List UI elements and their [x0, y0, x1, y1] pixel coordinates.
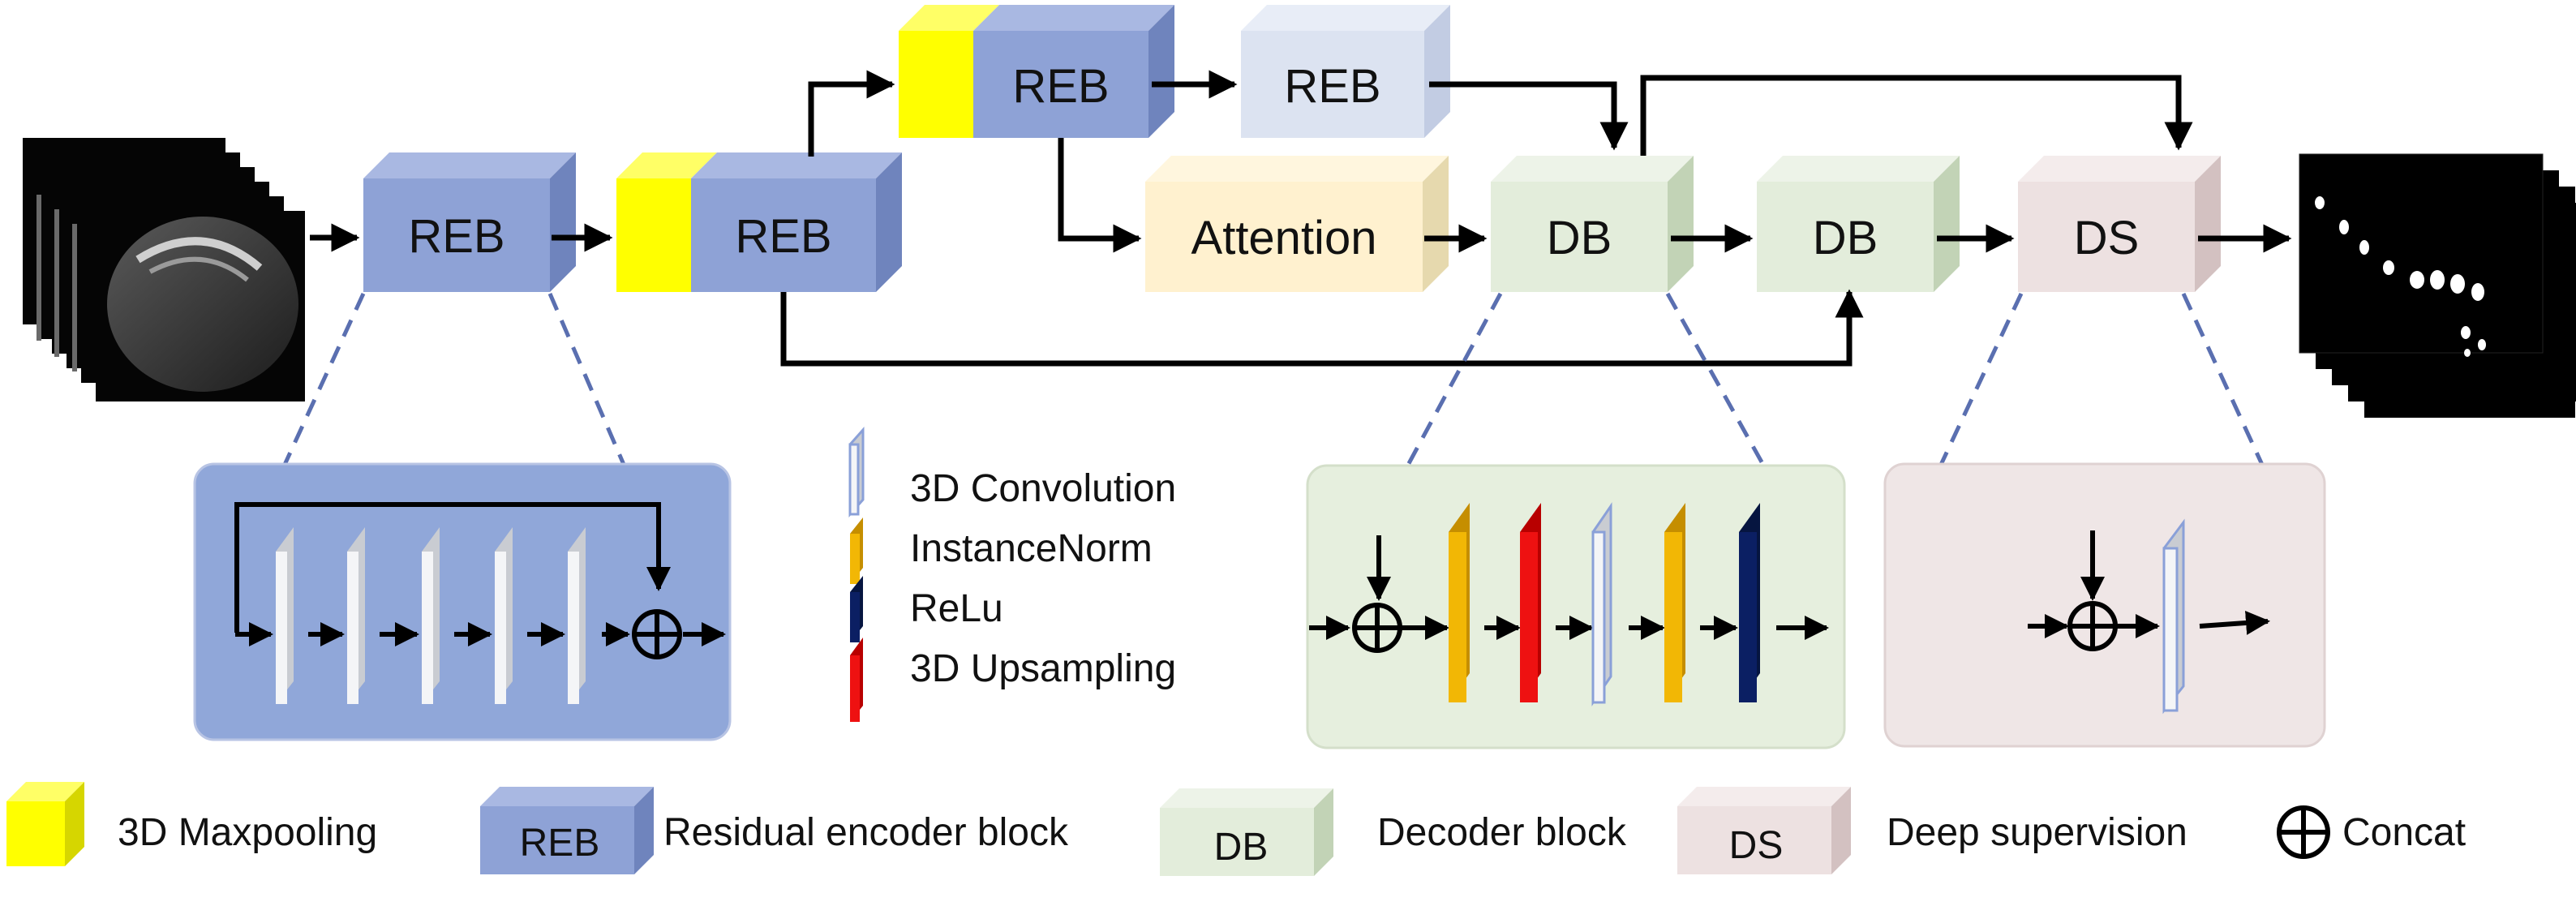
- attention-block: Attention: [1145, 156, 1449, 292]
- concat-legend-label: Concat: [2342, 811, 2466, 854]
- ds-legend-icon: DS: [1677, 787, 1851, 874]
- db-detail-panel: [1306, 464, 1846, 749]
- conv-legend-icon: [848, 427, 865, 517]
- ct-slice-stack-icon: [23, 138, 305, 401]
- db-block-2-label: DB: [1813, 212, 1878, 264]
- reb-block-4: REB: [1241, 5, 1450, 138]
- reb-block-1-label: REB: [408, 210, 504, 263]
- ds-legend-label: Deep supervision: [1887, 811, 2187, 854]
- circle-plus-icon: [632, 609, 682, 659]
- reb-block-2-label: REB: [735, 210, 831, 263]
- db-block-2: DB: [1757, 156, 1960, 292]
- reb-block-4-label: REB: [1284, 60, 1380, 113]
- maxpool-legend-icon: [6, 782, 84, 866]
- relu-legend-icon: [850, 576, 863, 642]
- instancenorm-legend-icon: [850, 517, 863, 584]
- segmentation-mask-stack-icon: [2299, 153, 2576, 418]
- bottom-legend: 3D Maxpooling REB Residual encoder block…: [6, 782, 2466, 876]
- maxpool-legend-label: 3D Maxpooling: [118, 811, 377, 854]
- db-legend-abbr: DB: [1214, 826, 1269, 869]
- conv-legend-label: 3D Convolution: [910, 467, 1176, 510]
- ds-block: DS: [2018, 156, 2221, 292]
- circle-plus-icon: [1352, 603, 1402, 653]
- ds-block-label: DS: [2074, 212, 2140, 264]
- upsampling-legend-label: 3D Upsampling: [910, 647, 1176, 690]
- maxpool-reb-block-3: REB: [899, 5, 1174, 138]
- ds-legend-abbr: DS: [1729, 824, 1784, 867]
- layer-legend: 3D Convolution InstanceNorm ReLu 3D Upsa…: [848, 427, 1176, 722]
- circle-plus-icon: [2277, 805, 2330, 859]
- db-legend-label: Decoder block: [1377, 811, 1627, 854]
- reb-legend-abbr: REB: [520, 822, 600, 865]
- db-block-1-label: DB: [1547, 212, 1612, 264]
- reb-conv-layer-stack: [276, 527, 586, 704]
- reb-detail-panel: [193, 462, 732, 741]
- ds-conv-layer: [2162, 518, 2185, 715]
- reb-legend-icon: REB: [480, 787, 654, 874]
- db-block-1: DB: [1491, 156, 1694, 292]
- upsampling-legend-icon: [850, 638, 863, 722]
- circle-plus-icon: [2067, 601, 2118, 651]
- attention-block-label: Attention: [1191, 212, 1377, 264]
- flow-arrows: [310, 70, 2292, 367]
- maxpool-reb-block-2: REB: [616, 152, 902, 292]
- db-legend-icon: DB: [1160, 788, 1333, 876]
- relu-legend-label: ReLu: [910, 587, 1003, 630]
- ds-detail-panel: [1883, 462, 2326, 748]
- instancenorm-legend-label: InstanceNorm: [910, 527, 1153, 570]
- reb-block-3-label: REB: [1012, 60, 1109, 113]
- zoom-guide-lines: [281, 292, 2265, 468]
- reb-legend-label: Residual encoder block: [663, 811, 1069, 854]
- reb-block-1: REB: [363, 152, 576, 292]
- db-layer-stack: [1449, 502, 1760, 706]
